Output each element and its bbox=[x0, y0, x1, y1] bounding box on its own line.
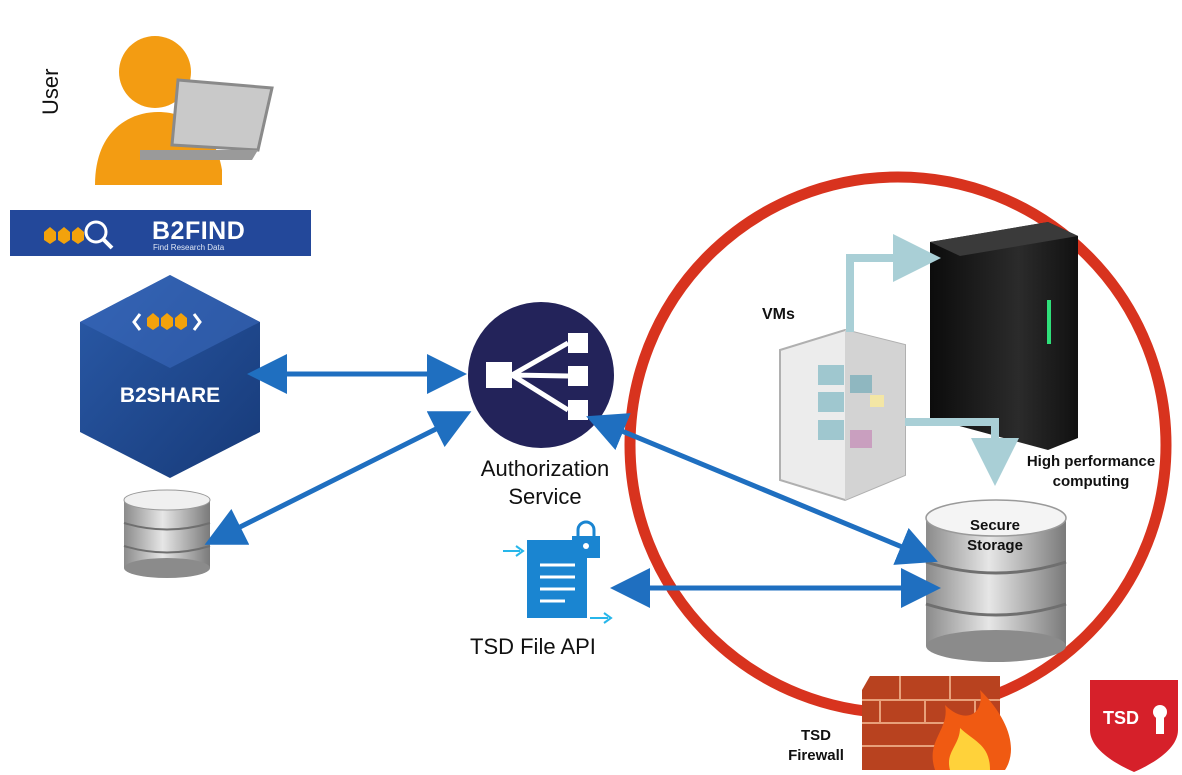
lock-icon bbox=[572, 520, 600, 558]
hpc-server-icon bbox=[930, 222, 1078, 450]
user-label: User bbox=[38, 68, 63, 115]
vms-label: VMs bbox=[762, 306, 795, 323]
firewall-label: TSD Firewall bbox=[786, 726, 846, 766]
b2share-logo bbox=[80, 275, 260, 478]
fire-icon bbox=[932, 690, 1012, 770]
file-api-label: TSD File API bbox=[470, 634, 596, 659]
firewall-icon bbox=[862, 676, 1012, 770]
tsd-shield-logo bbox=[1090, 680, 1178, 772]
firewall-line-1: TSD bbox=[801, 727, 831, 744]
authorization-service-label: Authorization Service bbox=[455, 455, 635, 511]
keyhole-icon bbox=[1153, 705, 1167, 734]
secure-storage-label: Secure Storage bbox=[935, 516, 1055, 556]
tsd-badge-text: TSD bbox=[1103, 708, 1139, 728]
authorization-line-1: Authorization bbox=[480, 456, 610, 481]
hpc-line-1: High performance bbox=[1026, 453, 1156, 470]
storage-line-2: Storage bbox=[967, 537, 1023, 554]
b2share-title: B2SHARE bbox=[119, 384, 221, 407]
arrow-database-auth bbox=[204, 411, 472, 545]
vm-to-hpc-connector bbox=[846, 234, 941, 332]
file-api-icon bbox=[503, 520, 613, 624]
authorization-service-icon bbox=[468, 302, 614, 448]
b2find-subtitle: Find Research Data bbox=[153, 243, 225, 252]
honeycomb-icon bbox=[44, 227, 84, 244]
incoming-arrow-icon bbox=[503, 545, 525, 557]
b2find-logo bbox=[10, 210, 311, 256]
arrow-auth-storage bbox=[586, 413, 938, 565]
user-icon bbox=[95, 36, 274, 185]
vm-server-icon bbox=[779, 328, 906, 502]
magnifier-icon bbox=[84, 220, 114, 250]
authorization-line-2: Service bbox=[508, 484, 582, 509]
storage-line-1: Secure bbox=[969, 517, 1021, 534]
external-database-icon bbox=[123, 489, 211, 578]
b2find-title: B2FIND bbox=[152, 217, 246, 245]
hpc-line-2: computing bbox=[1052, 473, 1130, 490]
b2share-honeycomb-icon bbox=[132, 313, 202, 331]
outgoing-arrow-icon bbox=[590, 612, 613, 624]
firewall-line-2: Firewall bbox=[788, 747, 844, 764]
hpc-label: High performance computing bbox=[1000, 452, 1182, 492]
secure-storage-icon bbox=[925, 499, 1067, 662]
